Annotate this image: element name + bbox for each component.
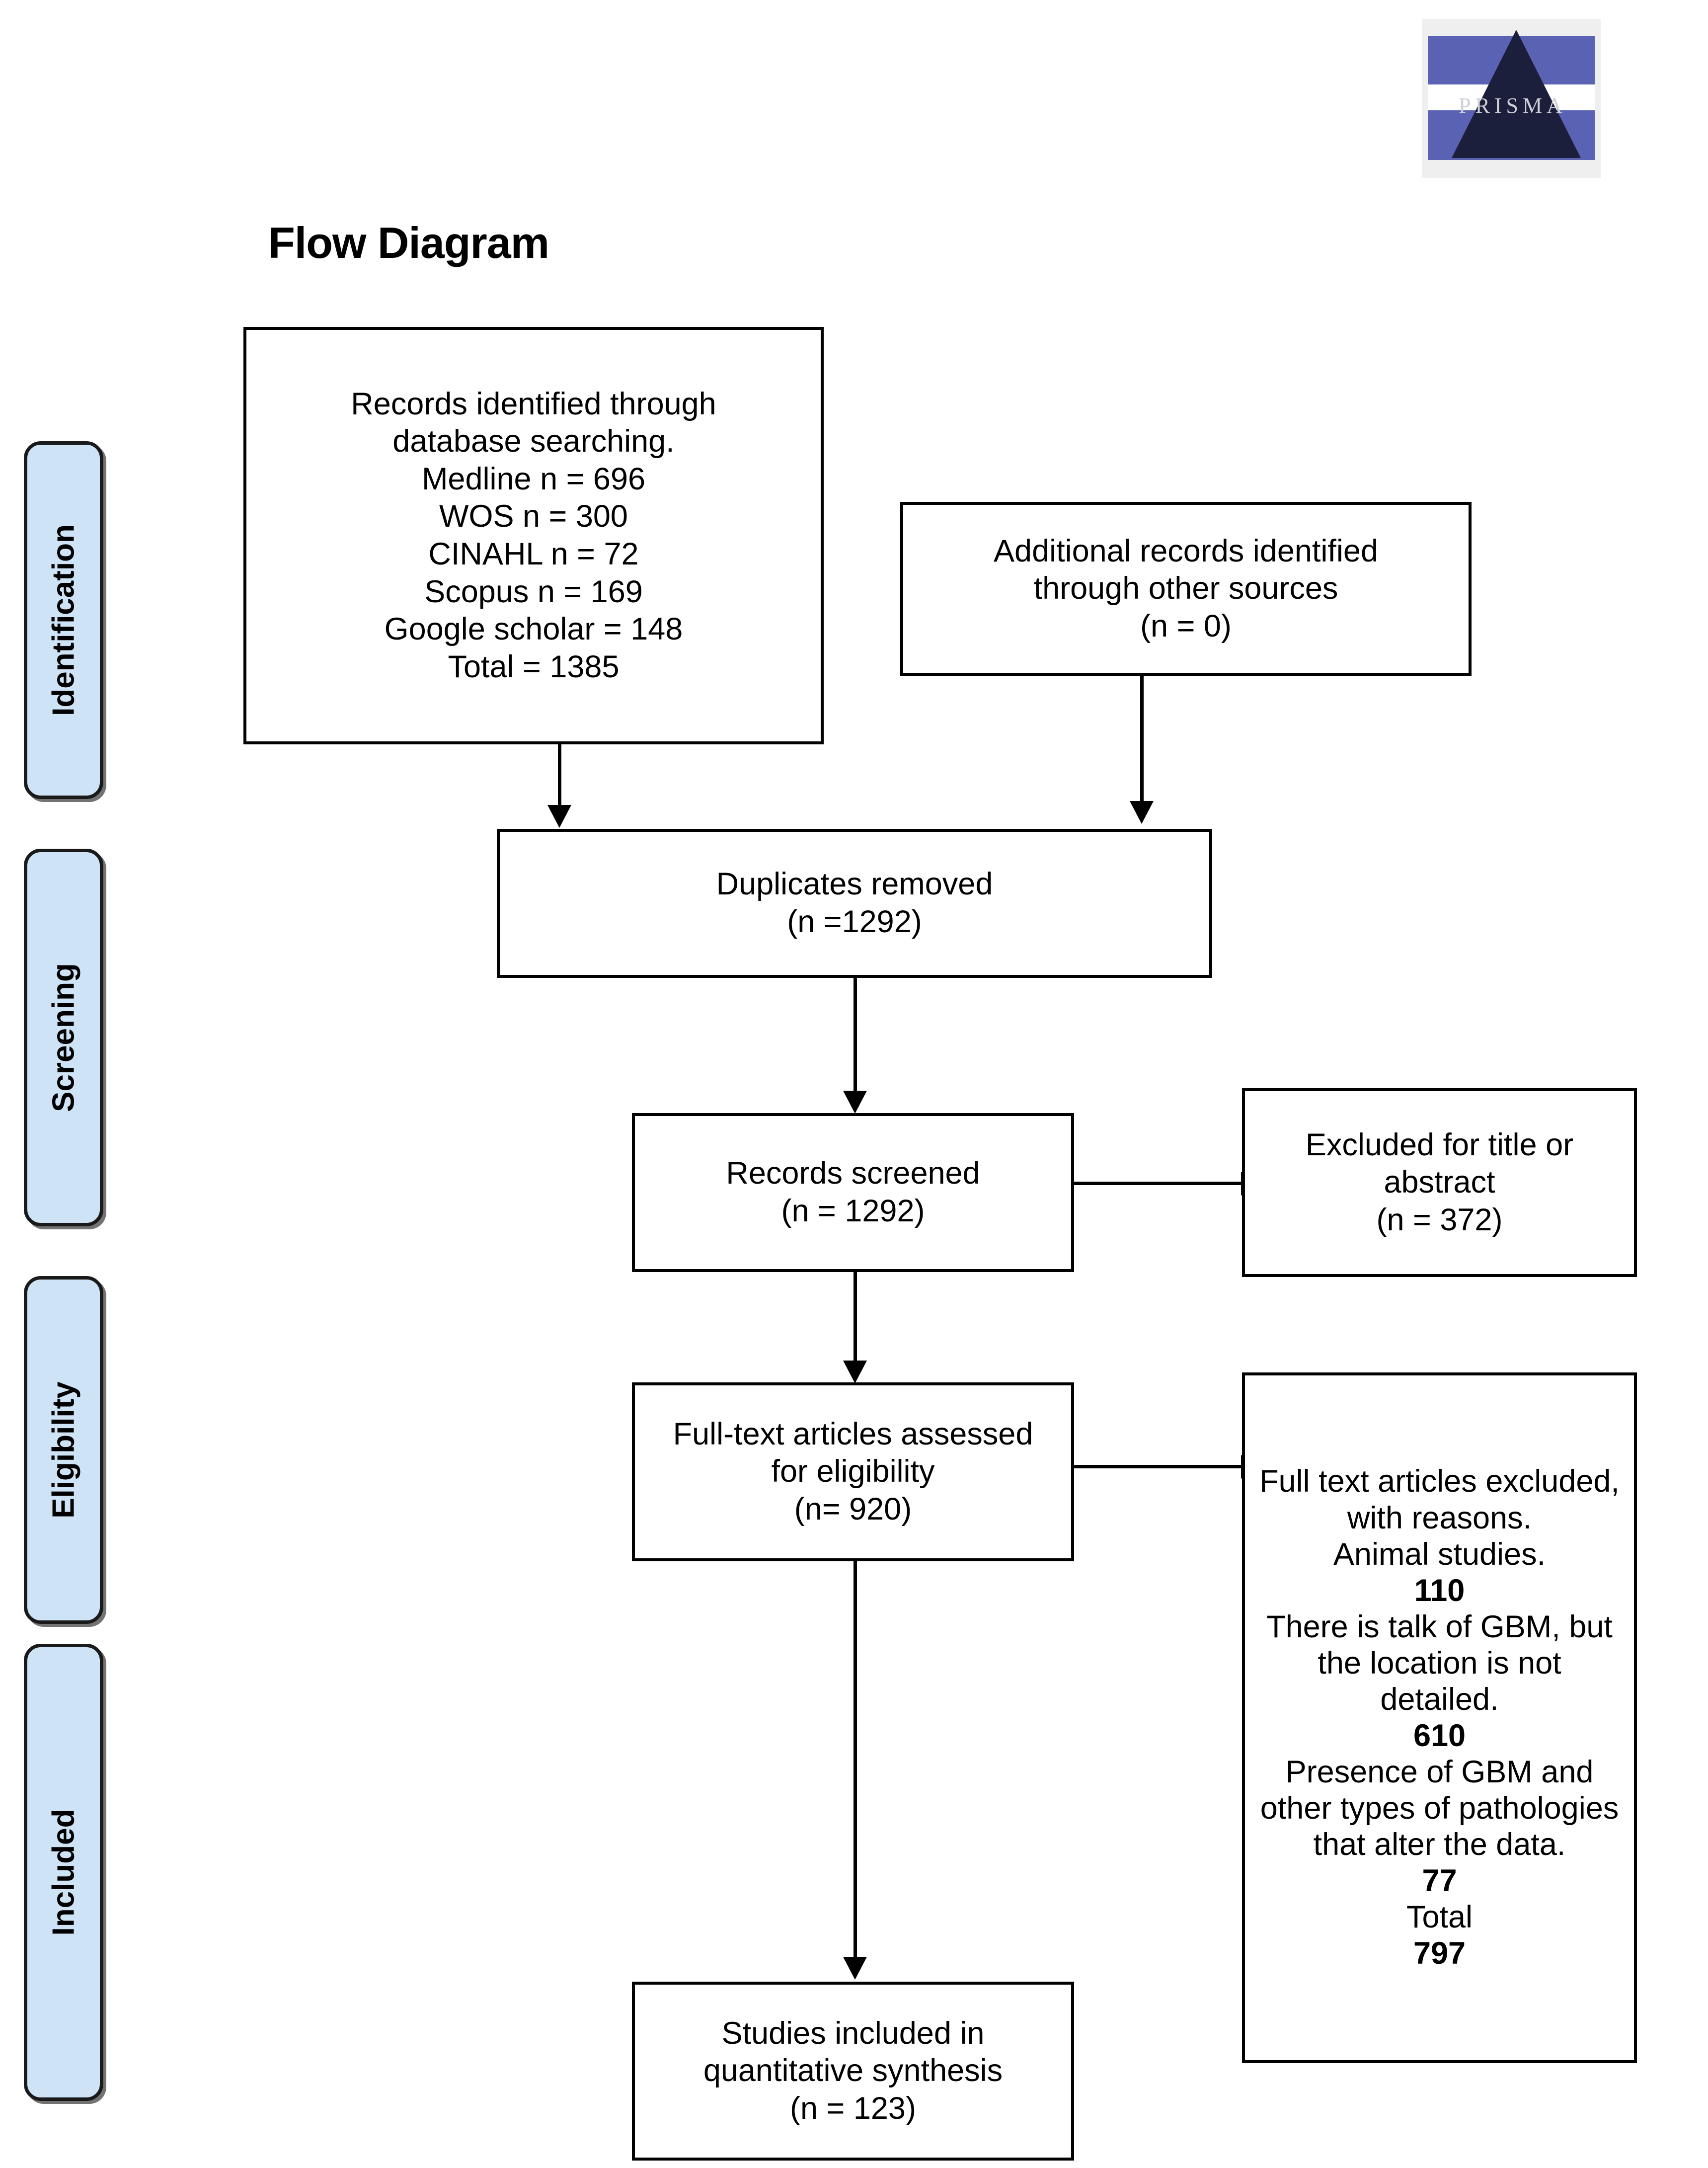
box-fulltext-excluded-reasons: Full text articles excluded,with reasons… [1242, 1372, 1637, 2063]
box-duplicates-removed-text: Duplicates removed (n =1292) [716, 867, 993, 939]
excluded-count-1: 110 [1414, 1573, 1465, 1608]
box-studies-included: Studies included in quantitative synthes… [632, 1982, 1074, 2161]
box-duplicates-removed: Duplicates removed (n =1292) [497, 829, 1212, 978]
excluded-count-3: 77 [1422, 1863, 1457, 1899]
arrowhead-fulltext-to-included [843, 1957, 867, 1980]
prisma-logo-text: PRISMA [1459, 93, 1567, 118]
box-fulltext-assessed: Full-text articles assessed for eligibil… [632, 1382, 1074, 1561]
excluded-count-2: 610 [1413, 1718, 1466, 1753]
excluded-reason-1: Animal studies. [1333, 1536, 1546, 1572]
stage-pill-identification: Identification [24, 441, 103, 799]
connector-screened-to-excluded [1074, 1182, 1268, 1185]
stage-label-included: Included [46, 1809, 81, 1936]
excluded-total-label: Total [1406, 1900, 1473, 1935]
connector-fulltext-to-excluded [1074, 1465, 1268, 1468]
stage-label-eligibility: Eligibility [46, 1381, 81, 1519]
box-fulltext-assessed-text: Full-text articles assessed for eligibil… [673, 1416, 1033, 1526]
excluded-reason-3: Presence of GBM and other types of patho… [1260, 1755, 1619, 1862]
arrowhead-additional-to-duplicates [1130, 801, 1154, 824]
prisma-logo: PRISMA [1422, 19, 1601, 178]
box-additional-records: Additional records identified through ot… [900, 502, 1472, 676]
box-records-identified: Records identified through database sear… [243, 327, 824, 744]
arrowhead-duplicates-to-screened [843, 1091, 867, 1114]
connector-identified-to-duplicates [558, 744, 561, 806]
connector-additional-to-duplicates [1140, 676, 1144, 803]
stage-pill-screening: Screening [24, 849, 103, 1226]
excluded-line-1: Full text articles excluded, [1259, 1464, 1620, 1499]
stage-label-identification: Identification [46, 524, 81, 716]
box-fulltext-excluded-reasons-text: Full text articles excluded,with reasons… [1259, 1463, 1620, 1972]
arrowhead-screened-to-fulltext [843, 1361, 867, 1383]
connector-fulltext-to-included [854, 1561, 857, 1959]
box-records-identified-text: Records identified through database sear… [351, 386, 716, 684]
excluded-total-value: 797 [1413, 1936, 1466, 1971]
box-records-screened-text: Records screened (n = 1292) [726, 1156, 980, 1228]
stage-label-screening: Screening [46, 963, 81, 1112]
excluded-line-2: with reasons. [1347, 1500, 1532, 1535]
box-records-screened: Records screened (n = 1292) [632, 1113, 1074, 1272]
stage-pill-included: Included [24, 1644, 103, 2101]
page-title: Flow Diagram [268, 218, 549, 267]
box-additional-records-text: Additional records identified through ot… [994, 533, 1378, 643]
stage-pill-eligibility: Eligibility [24, 1276, 103, 1624]
excluded-reason-2: There is talk of GBM, but the location i… [1266, 1609, 1613, 1717]
connector-screened-to-fulltext [854, 1272, 857, 1362]
box-excluded-title-abstract-text: Excluded for title or abstract (n = 372) [1305, 1127, 1574, 1237]
prisma-logo-triangle-icon [1452, 30, 1581, 158]
arrowhead-identified-to-duplicates [547, 805, 571, 828]
connector-duplicates-to-screened [854, 978, 857, 1092]
box-studies-included-text: Studies included in quantitative synthes… [703, 2015, 1003, 2126]
box-excluded-title-abstract: Excluded for title or abstract (n = 372) [1242, 1088, 1637, 1277]
